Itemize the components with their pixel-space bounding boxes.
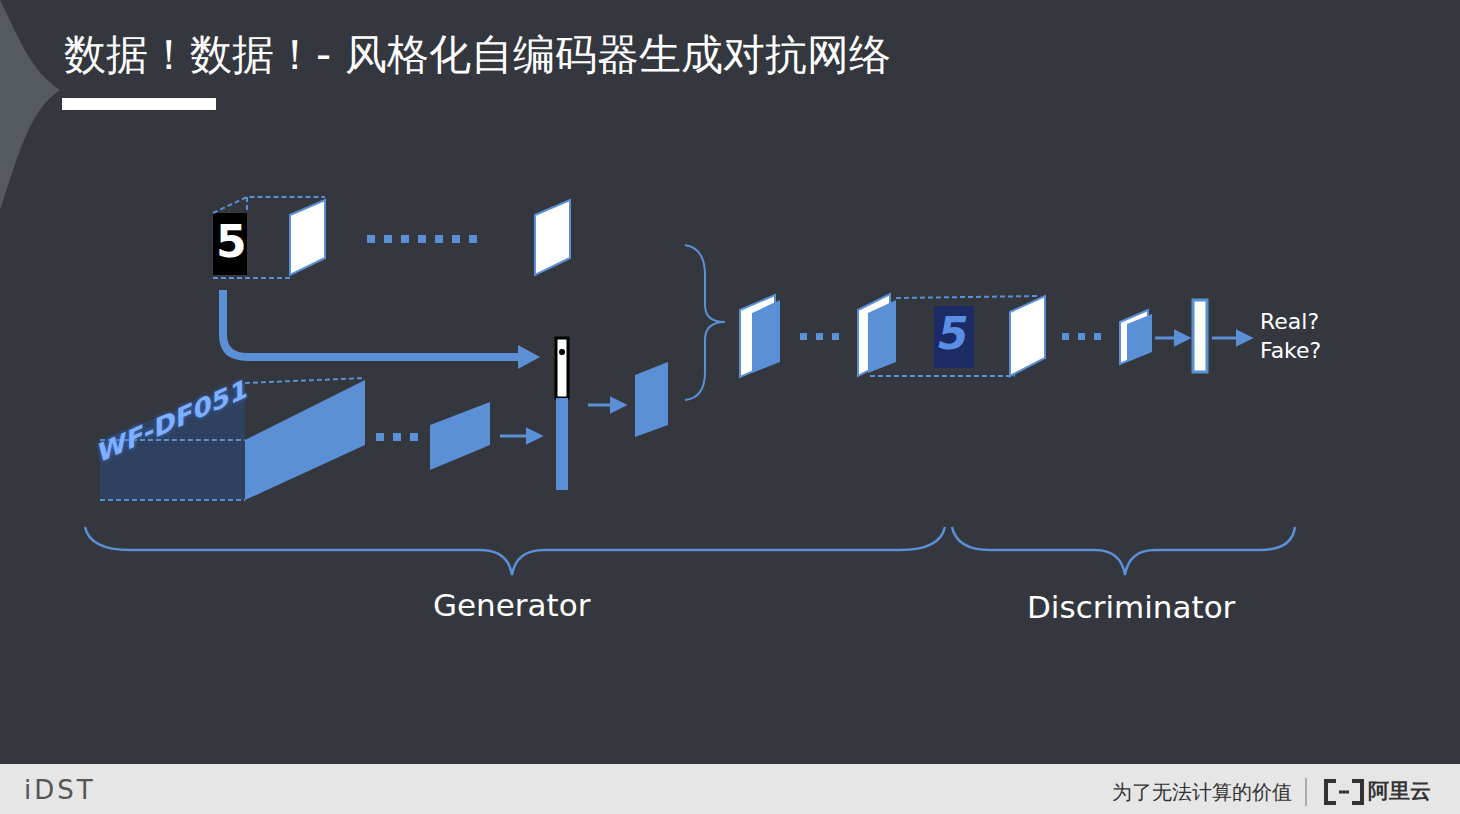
footer-logo: iDST <box>24 776 96 805</box>
section-label: Generator <box>433 588 590 622</box>
digit-sample: 5 <box>216 218 247 266</box>
footer-slogan: 为了无法计算的价值 <box>1112 781 1292 803</box>
section-label: Discriminator <box>1027 590 1235 624</box>
footer-brand: 阿里云 <box>1368 780 1431 803</box>
styled-digit: 5 <box>938 310 969 358</box>
output-label: Real? <box>1260 310 1319 334</box>
output-label: Fake? <box>1260 339 1321 363</box>
slide-title: 数据！数据！- 风格化自编码器生成对抗网络 <box>64 32 891 78</box>
